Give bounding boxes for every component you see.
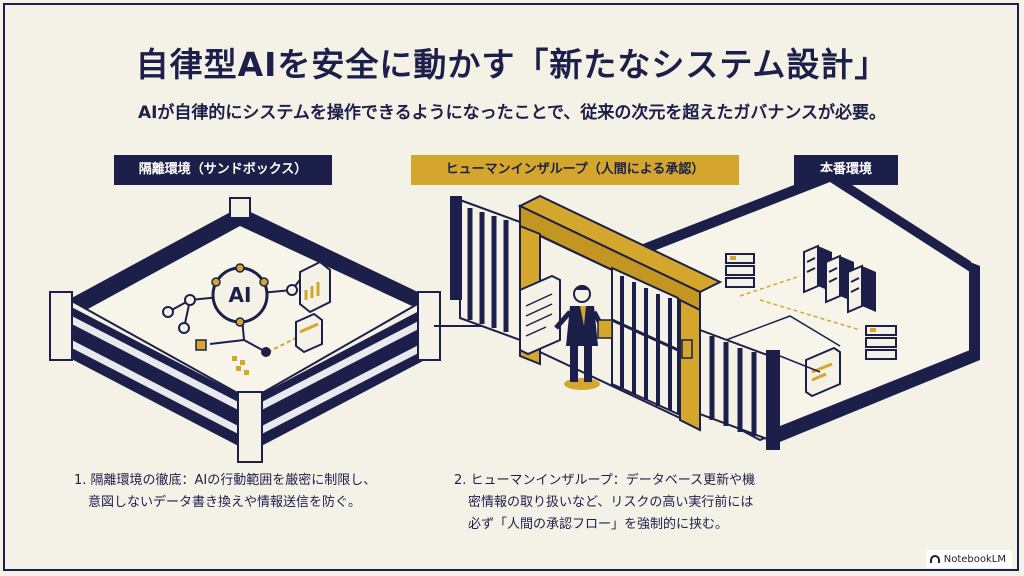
slide-title: 自律型AIを安全に動かす「新たなシステム設計」 [135, 45, 889, 84]
notebooklm-icon [929, 555, 940, 563]
ai-node-dot [235, 263, 245, 273]
form-icon [295, 312, 323, 354]
ai-node-dot [211, 277, 221, 287]
notebooklm-watermark: NotebookLM [925, 550, 1012, 568]
ai-node-label: AI [229, 283, 252, 307]
database-stack [865, 325, 897, 360]
ai-node-dot [235, 317, 245, 327]
left-fence [450, 196, 521, 342]
sandbox-label: 隔離環境（サンドボックス） [114, 155, 332, 185]
caption-isolation-line1: 1. 隔離環境の徹底：AIの行動範囲を厳密に制限し、 [74, 473, 377, 488]
caption-human-loop: 2. ヒューマンインザループ：データベース更新や機 密情報の取り扱いなど、リスク… [454, 470, 755, 536]
caption-human-loop-line2: 密情報の取り扱いなど、リスクの高い実行前には [468, 495, 754, 510]
cube-icon [195, 339, 207, 351]
caption-isolation: 1. 隔離環境の徹底：AIの行動範囲を厳密に制限し、 意図しないデータ書き換えや… [74, 470, 376, 514]
human-loop-label: ヒューマンインザループ（人間による承認） [411, 155, 739, 185]
watermark-text: NotebookLM [943, 553, 1006, 565]
data-flow-lines [739, 275, 861, 331]
caption-human-loop-line1: 2. ヒューマンインザループ：データベース更新や機 [454, 473, 756, 488]
gate-door [611, 266, 679, 416]
approver-person [554, 285, 613, 390]
ai-node-dot [259, 277, 269, 287]
document-icon [299, 260, 331, 314]
slide-subtitle: AIが自律的にシステムを操作できるようになったことで、従来の次元を超えたガバナン… [137, 103, 887, 123]
lock-icon [681, 339, 693, 359]
caption-human-loop-line3: 必ず「人間の承認フロー」を強制的に挟む。 [468, 517, 729, 532]
slide-frame [3, 3, 1019, 571]
connection-lines [725, 315, 841, 373]
caption-isolation-line2: 意図しないデータ書き換えや情報送信を防ぐ。 [88, 495, 362, 510]
sandbox-enclosure [49, 197, 441, 463]
server-rack [847, 264, 876, 314]
database-stack [725, 253, 755, 288]
approval-clipboard [519, 274, 561, 356]
pixel-decoration [232, 356, 249, 375]
